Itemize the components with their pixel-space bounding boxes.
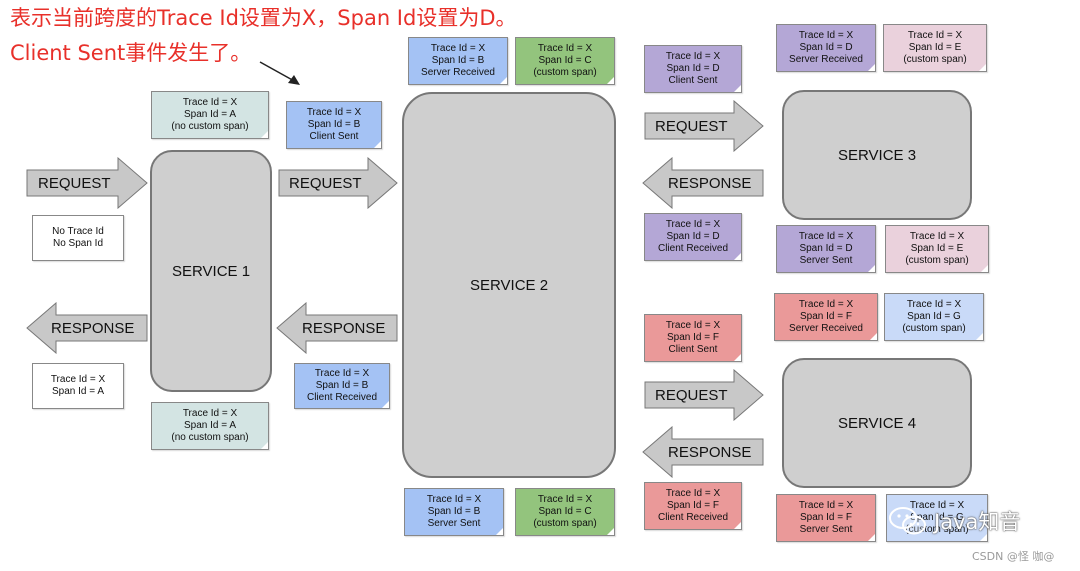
csdn-credit: CSDN @怪 咖@ xyxy=(972,550,1055,563)
note-s1-client-received: Trace Id = X Span Id = B Client Received xyxy=(294,363,390,409)
request-arrow-to-service-1: REQUEST xyxy=(26,157,148,209)
response-arrow-from-service-3: RESPONSE xyxy=(642,157,764,209)
response-arrow-from-service-2: RESPONSE xyxy=(276,302,398,354)
note-s2-client-received-f: Trace Id = X Span Id = F Client Received xyxy=(644,482,742,530)
watermark-text: Java知音 xyxy=(934,510,1021,534)
response-label: RESPONSE xyxy=(668,174,752,192)
service-1: SERVICE 1 xyxy=(150,150,272,392)
request-label: REQUEST xyxy=(655,386,728,404)
service-2: SERVICE 2 xyxy=(402,92,616,478)
note-s2-custom-span-top: Trace Id = X Span Id = C (custom span) xyxy=(515,37,615,85)
response-label: RESPONSE xyxy=(302,319,386,337)
request-arrow-to-service-2: REQUEST xyxy=(278,157,398,209)
request-label: REQUEST xyxy=(655,117,728,135)
note-s2-custom-span-bottom: Trace Id = X Span Id = C (custom span) xyxy=(515,488,615,536)
note-s3-server-received: Trace Id = X Span Id = D Server Received xyxy=(776,24,876,72)
note-s1-server-received: Trace Id = X Span Id = A (no custom span… xyxy=(151,91,269,139)
annotation-line-1: 表示当前跨度的Trace Id设置为X，Span Id设置为D。 xyxy=(10,6,517,30)
request-arrow-to-service-4: REQUEST xyxy=(644,369,764,421)
request-label: REQUEST xyxy=(38,174,111,192)
note-s2-client-sent-d: Trace Id = X Span Id = D Client Sent xyxy=(644,45,742,93)
note-s1-server-sent: Trace Id = X Span Id = A (no custom span… xyxy=(151,402,269,450)
note-s4-custom-span-top: Trace Id = X Span Id = G (custom span) xyxy=(884,293,984,341)
note-s2-server-received: Trace Id = X Span Id = B Server Received xyxy=(408,37,508,85)
note-s3-custom-span-bottom: Trace Id = X Span Id = E (custom span) xyxy=(885,225,989,273)
note-s2-client-received-d: Trace Id = X Span Id = D Client Received xyxy=(644,213,742,261)
wechat-icon xyxy=(889,507,926,535)
note-s1-response-ids: Trace Id = X Span Id = A xyxy=(32,363,124,409)
note-s3-server-sent: Trace Id = X Span Id = D Server Sent xyxy=(776,225,876,273)
note-s2-client-sent-f: Trace Id = X Span Id = F Client Sent xyxy=(644,314,742,362)
note-s1-incoming-no-ids: No Trace Id No Span Id xyxy=(32,215,124,261)
note-s3-custom-span-top: Trace Id = X Span Id = E (custom span) xyxy=(883,24,987,72)
response-arrow-from-service-4: RESPONSE xyxy=(642,426,764,478)
watermark: Java知音 xyxy=(888,506,1020,536)
note-s2-server-sent: Trace Id = X Span Id = B Server Sent xyxy=(404,488,504,536)
annotation-line-2: Client Sent事件发生了。 xyxy=(10,41,252,65)
request-arrow-to-service-3: REQUEST xyxy=(644,100,764,152)
service-3: SERVICE 3 xyxy=(782,90,972,220)
response-label: RESPONSE xyxy=(668,443,752,461)
service-4: SERVICE 4 xyxy=(782,358,972,488)
note-s4-custom-span-bottom: Trace Id = X Span Id = G (custom span) xyxy=(886,494,988,542)
note-s4-server-sent: Trace Id = X Span Id = F Server Sent xyxy=(776,494,876,542)
note-s1-client-sent: Trace Id = X Span Id = B Client Sent xyxy=(286,101,382,149)
response-arrow-from-service-1: RESPONSE xyxy=(26,302,148,354)
request-label: REQUEST xyxy=(289,174,362,192)
response-label: RESPONSE xyxy=(51,319,135,337)
note-s4-server-received: Trace Id = X Span Id = F Server Received xyxy=(774,293,878,341)
